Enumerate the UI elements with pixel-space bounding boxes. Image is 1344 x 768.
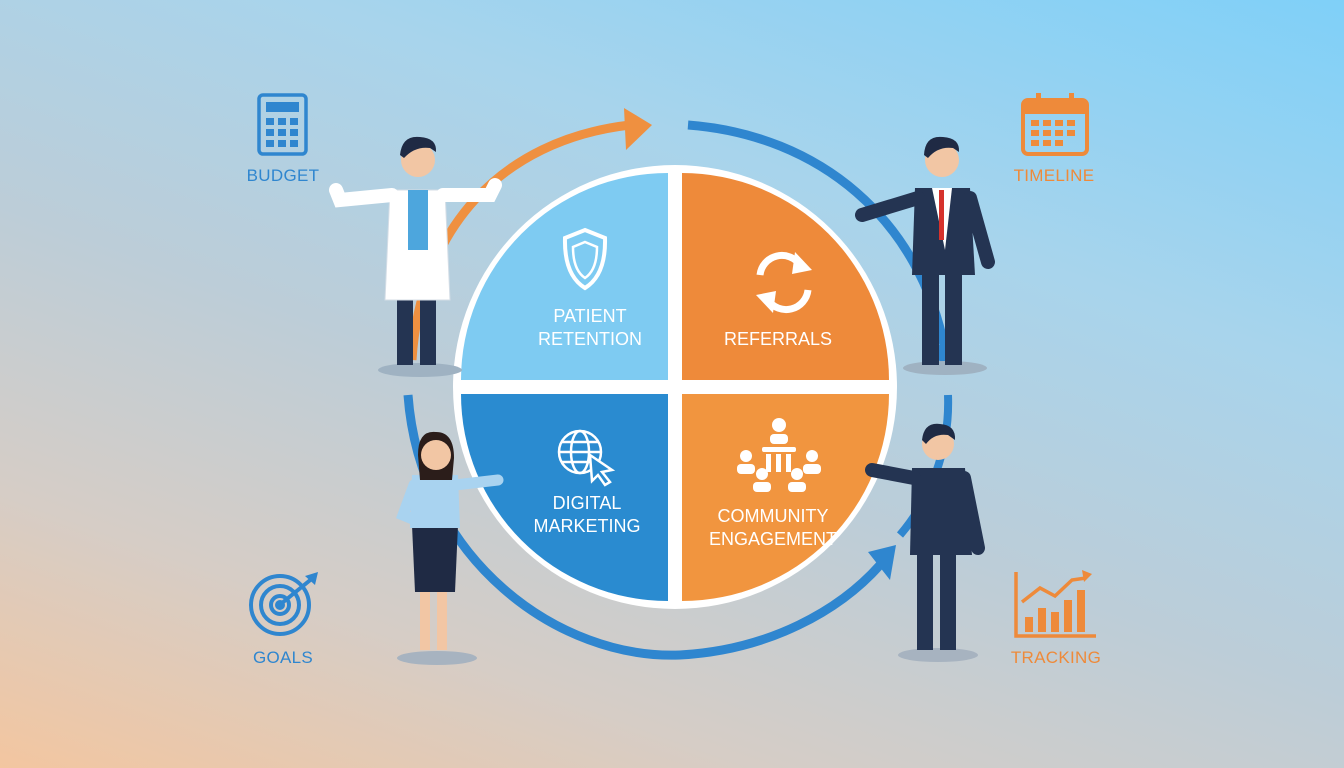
quadrant-label-referrals: REFERRALS [688, 328, 868, 351]
target-icon [249, 572, 318, 636]
businesswoman-figure [396, 431, 504, 665]
quadrant-label-patient-retention: PATIENT RETENTION [500, 305, 680, 351]
quadrant-patient-retention[interactable] [461, 173, 668, 380]
businessman-figure-bottom-right [865, 423, 985, 662]
calendar-icon [1021, 93, 1089, 156]
quadrant-referrals[interactable] [682, 173, 889, 380]
tracking-label: TRACKING [1010, 648, 1102, 667]
quadrants [461, 173, 889, 601]
goals-label: GOALS [252, 648, 314, 667]
label-line-1: COMMUNITY [717, 506, 829, 526]
label-line-2: ENGAGEMENT [708, 529, 837, 549]
quadrant-label-digital-marketing: DIGITAL MARKETING [497, 492, 677, 538]
doctor-figure [329, 136, 502, 377]
label-line-2: MARKETING [533, 516, 641, 536]
calculator-icon [257, 93, 308, 156]
globe-cursor-icon [557, 429, 616, 487]
people-group-icon [737, 418, 821, 492]
businessman-figure-top-right [855, 136, 995, 375]
quadrant-label-community-engagement: COMMUNITY ENGAGEMENT [683, 505, 863, 551]
quadrant-community-engagement[interactable] [682, 394, 889, 601]
orange-arrowhead [624, 108, 652, 150]
label-line-1: DIGITAL [552, 493, 622, 513]
shield-icon [562, 227, 608, 291]
budget-label: BUDGET [246, 166, 320, 185]
blue-arrowhead-bottom [868, 545, 896, 580]
label-line-1: REFERRALS [723, 329, 833, 349]
bar-chart-icon [1014, 570, 1096, 638]
quadrant-digital-marketing[interactable] [461, 394, 668, 601]
shield-inner-icon [571, 240, 599, 280]
label-line-2: RETENTION [537, 329, 642, 349]
timeline-label: TIMELINE [1013, 166, 1095, 185]
label-line-1: PATIENT [553, 306, 627, 326]
